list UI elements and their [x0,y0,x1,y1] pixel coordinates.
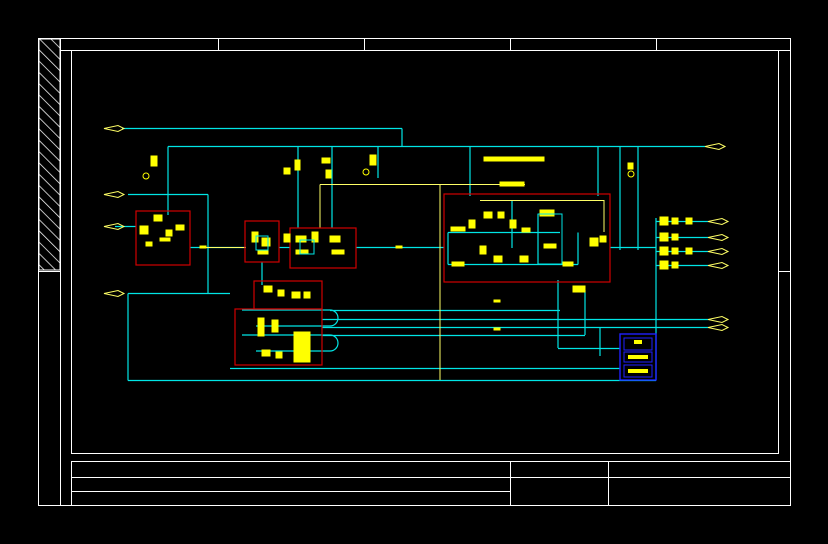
group-pump-b [289,227,357,269]
binding-margin-hatch [38,38,61,271]
drawing-frame [38,38,791,506]
group-pump-a [244,220,280,263]
vessel-outlines [255,213,563,265]
process-piping [115,127,708,382]
instrument-components [139,154,693,363]
line-terminators [103,124,730,332]
legend-panel [619,333,657,381]
group-separator-outer [253,280,323,310]
group-separator [234,308,323,366]
utility-piping [200,184,605,380]
title-block [71,461,791,506]
equipment-groups [135,193,611,366]
group-reactor [443,193,611,283]
group-feed [135,210,191,266]
